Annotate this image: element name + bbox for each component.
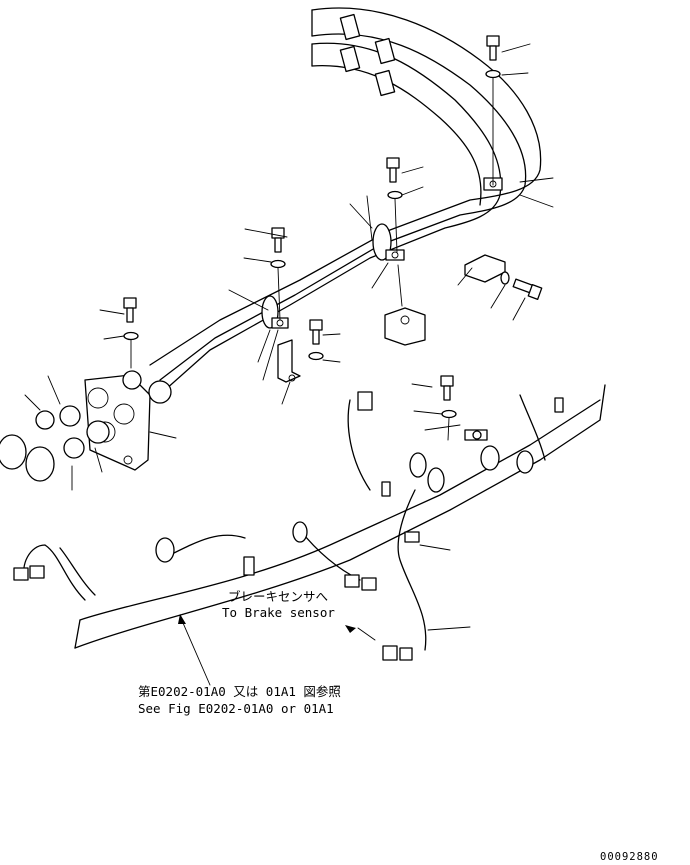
leader-lines <box>24 43 554 686</box>
cap-set <box>0 405 110 482</box>
bracket-middle <box>384 307 426 346</box>
brake-sensor-label-jp: ブレーキセンサへ <box>228 589 328 604</box>
brake-sensor-label-en: To Brake sensor <box>222 605 335 620</box>
cover-plate <box>84 370 172 471</box>
bolt-horizontal <box>500 271 543 300</box>
bracket-left <box>277 339 301 383</box>
bolt-middle <box>386 157 403 253</box>
bracket-right <box>464 254 506 283</box>
bolt-top-right <box>485 35 501 186</box>
wiring-harness <box>13 384 606 661</box>
clamp-left <box>261 295 289 329</box>
hose-bundle <box>149 7 542 391</box>
bolt-lower-left <box>308 319 324 361</box>
reference-label-jp: 第E0202-01A0 又は 01A1 図参照 <box>138 684 341 699</box>
clamp-middle <box>372 223 405 261</box>
reference-label-en: See Fig E0202-01A0 or 01A1 <box>138 701 334 716</box>
bolt-left <box>270 227 286 321</box>
bolt-harness <box>440 375 457 441</box>
bolt-far-left <box>123 297 139 369</box>
drawing-number: 00092880 <box>600 851 659 863</box>
